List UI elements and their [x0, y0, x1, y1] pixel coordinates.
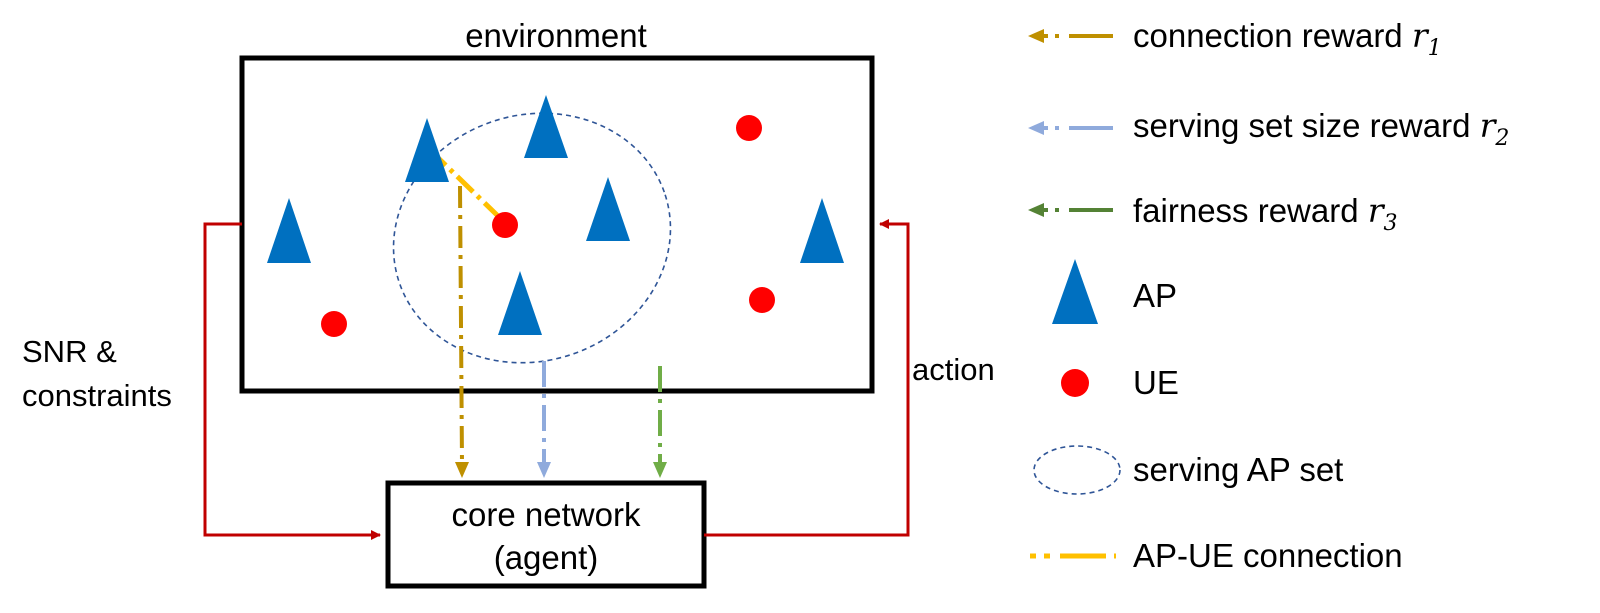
- ap-triangle: [586, 177, 630, 241]
- ap-triangle: [267, 198, 311, 263]
- legend-label: serving AP set: [1133, 451, 1343, 488]
- legend-ellipse-icon: [1033, 445, 1121, 495]
- legend-label: fairness reward r3: [1133, 191, 1398, 236]
- environment-title: environment: [465, 17, 647, 54]
- connection-reward-arrow: [458, 185, 464, 465]
- ue-circle: [321, 311, 347, 337]
- ue-circle: [749, 287, 775, 313]
- connection-reward-arrowhead: [455, 462, 469, 478]
- legend-item-serving-ap-set: serving AP set: [1033, 445, 1343, 495]
- state-feedback-arrow: [203, 222, 381, 540]
- state-label-line1: SNR &: [22, 334, 117, 369]
- state-label-line2: constraints: [22, 378, 172, 413]
- legend-item-fairness-reward: fairness reward r3: [1028, 191, 1398, 236]
- legend-label: AP: [1133, 277, 1177, 314]
- legend-label: serving set size reward r2: [1133, 106, 1509, 151]
- legend-item-ap-ue-connection: AP-UE connection: [1030, 537, 1403, 574]
- legend-label: UE: [1133, 364, 1179, 401]
- legend-label: connection reward r1: [1133, 16, 1442, 61]
- legend-label: AP-UE connection: [1133, 537, 1403, 574]
- ap-triangle: [405, 118, 449, 182]
- legend-item-ue: UE: [1061, 364, 1179, 401]
- serving-set-size-reward-arrowhead: [537, 462, 551, 478]
- legend-ue-circle-icon: [1061, 369, 1089, 397]
- legend-item-serving-set-size-reward: serving set size reward r2: [1028, 106, 1509, 151]
- legend-item-connection-reward: connection reward r1: [1028, 16, 1442, 61]
- legend-arrowhead: [1028, 29, 1044, 43]
- ue-circle: [492, 212, 518, 238]
- environment-box: [239, 55, 875, 394]
- legend-item-ap: AP: [1052, 259, 1177, 324]
- action-arrow: [704, 219, 910, 537]
- core-network-agent-box: [385, 480, 707, 589]
- agent-label-line1: core network: [452, 496, 641, 533]
- legend: connection reward r1 serving set size re…: [1028, 16, 1509, 574]
- ap-triangle: [800, 198, 844, 263]
- ap-triangle: [524, 95, 568, 158]
- fairness-reward-arrowhead: [653, 462, 667, 478]
- ap-triangle: [498, 271, 542, 335]
- legend-arrowhead: [1028, 121, 1044, 135]
- ue-circle: [736, 115, 762, 141]
- legend-ap-triangle-icon: [1052, 259, 1098, 324]
- action-label: action: [912, 352, 995, 387]
- agent-label-line2: (agent): [494, 539, 599, 576]
- serving-ap-set-ellipse: [392, 112, 672, 364]
- legend-arrowhead: [1028, 203, 1044, 217]
